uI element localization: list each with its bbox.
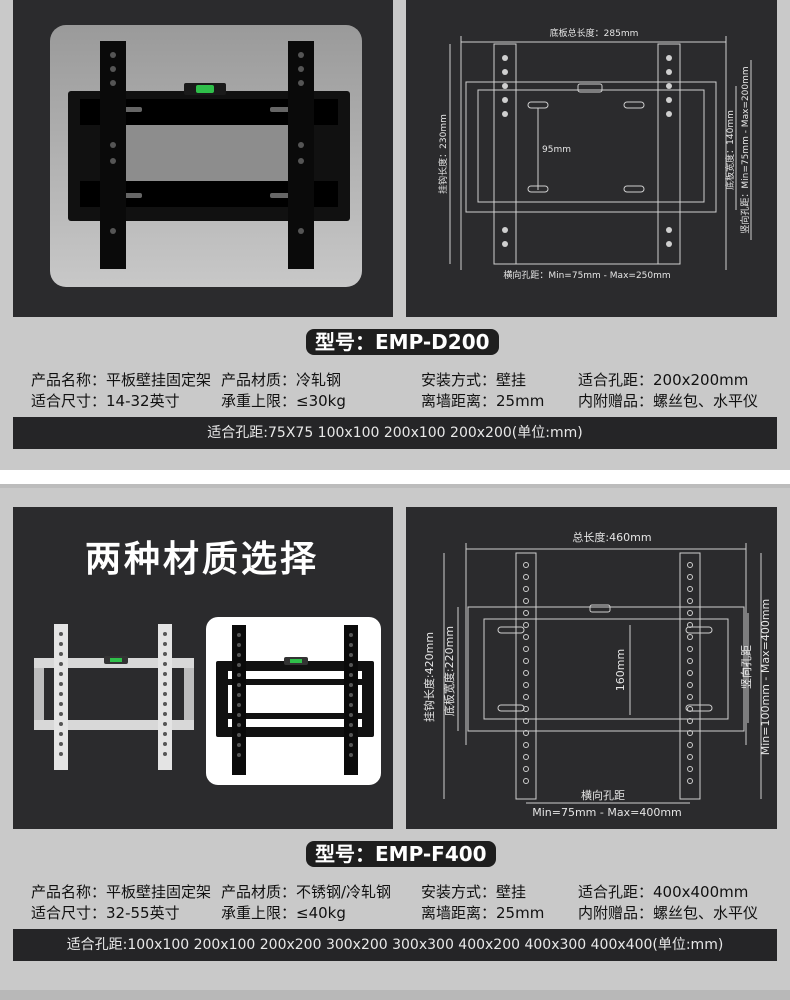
spec-wall-distance-f400: 离墙距离：25mm xyxy=(421,904,545,922)
diagram-bottom-label: 横向孔距：Min=75mm - Max=250mm xyxy=(503,269,670,281)
diagram-left-label: 挂钩长度：230mm xyxy=(437,114,449,194)
section-separator xyxy=(0,470,790,484)
diagram2-top-label: 总长度:460mm xyxy=(572,530,651,544)
spec-load-f400: 承重上限：≤40kg xyxy=(221,904,346,922)
diagram2-center-label: 160mm xyxy=(614,649,627,691)
spec-material-f400: 产品材质：不锈钢/冷轧钢 xyxy=(221,883,392,901)
dimension-diagram-f400: 总长度:460mm 挂钩长度:420mm 底板宽度:220mm 160mm 竖向… xyxy=(422,530,772,819)
hole-spacing-bar-f400: 适合孔距:100x100 200x100 200x200 300x200 300… xyxy=(13,929,777,961)
headline-material-choice: 两种材质选择 xyxy=(85,539,320,580)
spec-material-d200: 产品材质：冷轧钢 xyxy=(221,371,342,389)
bottom-divider xyxy=(0,990,790,1000)
diagram2-bottom-top: 横向孔距 xyxy=(581,788,625,802)
model-badge-f400: 型号：EMP-F400 xyxy=(306,841,496,867)
bracket-photo-coldrolled xyxy=(216,625,374,775)
dimension-diagram-d200: 底板总长度：285mm 挂钩长度：230mm 95mm 底板宽度：140mm 竖… xyxy=(437,27,752,281)
bracket-photo-d200 xyxy=(68,41,350,269)
spec-hole-spacing-d200: 适合孔距：200x200mm xyxy=(578,371,749,389)
model-badge-d200: 型号：EMP-D200 xyxy=(306,329,499,355)
diagram-panel-f400: 总长度:460mm 挂钩长度:420mm 底板宽度:220mm 160mm 竖向… xyxy=(406,507,777,829)
hole-spacing-bar-d200: 适合孔距:75X75 100x100 200x100 200x200(单位:mm… xyxy=(13,417,777,449)
spec-size-d200: 适合尺寸：14-32英寸 xyxy=(31,392,180,410)
spec-size-f400: 适合尺寸：32-55英寸 xyxy=(31,904,180,922)
spec-name-f400: 产品名称：平板壁挂固定架 xyxy=(31,883,212,901)
diagram-right-label-inner: 底板宽度：140mm xyxy=(724,110,736,190)
diagram2-right-inner: 竖向孔距 xyxy=(739,645,753,689)
product-photo-card-coldrolled xyxy=(206,617,381,785)
spec-accessories-d200: 内附赠品：螺丝包、水平仪 xyxy=(578,392,759,410)
product-photo-card-d200 xyxy=(50,25,362,287)
spec-wall-distance-d200: 离墙距离：25mm xyxy=(421,392,545,410)
bracket-photo-stainless xyxy=(34,624,194,770)
diagram2-bottom-bottom: Min=75mm - Max=400mm xyxy=(532,806,682,819)
spec-install-f400: 安装方式：壁挂 xyxy=(421,883,527,901)
spec-hole-spacing-f400: 适合孔距：400x400mm xyxy=(578,883,749,901)
spec-name-d200: 产品名称：平板壁挂固定架 xyxy=(31,371,212,389)
diagram-right-label-outer: 竖向孔距：Min=75mm - Max=200mm xyxy=(739,66,751,233)
spec-accessories-f400: 内附赠品：螺丝包、水平仪 xyxy=(578,904,759,922)
spec-load-d200: 承重上限：≤30kg xyxy=(221,392,346,410)
diagram2-left-inner: 底板宽度:220mm xyxy=(442,626,456,716)
spec-install-d200: 安装方式：壁挂 xyxy=(421,371,527,389)
diagram-top-label: 底板总长度：285mm xyxy=(550,27,639,39)
diagram-panel-d200: 底板总长度：285mm 挂钩长度：230mm 95mm 底板宽度：140mm 竖… xyxy=(406,0,777,317)
diagram2-left-outer: 挂钩长度:420mm xyxy=(422,632,436,722)
diagram-center-label: 95mm xyxy=(542,145,571,155)
section-top-line xyxy=(0,484,790,488)
diagram2-right-outer: Min=100mm - Max=400mm xyxy=(759,599,772,756)
